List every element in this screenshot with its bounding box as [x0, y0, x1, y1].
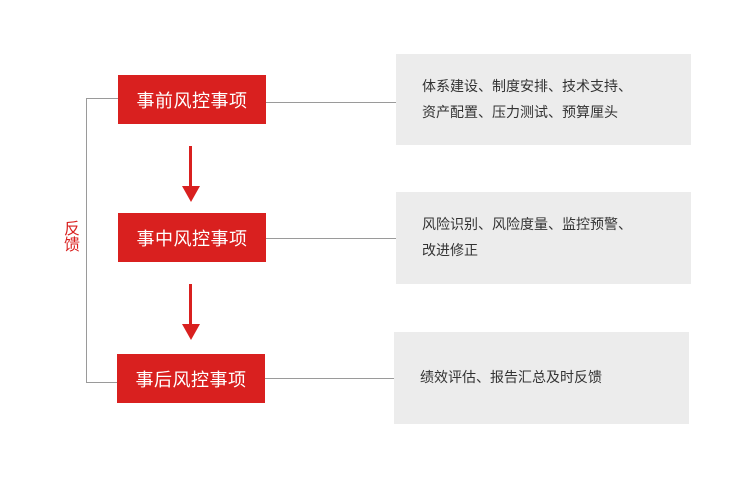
feedback-line-vertical: [86, 98, 87, 383]
feedback-line-top: [86, 98, 118, 99]
arrow-shaft-2: [189, 284, 192, 326]
arrow-down-icon: [182, 186, 200, 202]
feedback-line-bottom: [86, 382, 118, 383]
arrow-shaft-1: [189, 146, 192, 188]
stage-box-mid: 事中风控事项: [118, 213, 266, 262]
connector-line-pre: [266, 102, 396, 103]
stage-box-pre: 事前风控事项: [118, 75, 266, 124]
description-panel-mid: 风险识别、风险度量、监控预警、 改进修正: [396, 192, 691, 284]
feedback-label: 反馈: [52, 218, 80, 254]
description-panel-post: 绩效评估、报告汇总及时反馈: [394, 332, 689, 424]
arrow-down-icon: [182, 324, 200, 340]
description-panel-pre: 体系建设、制度安排、技术支持、 资产配置、压力测试、预算厘头: [396, 54, 691, 145]
description-text-mid: 风险识别、风险度量、监控预警、 改进修正: [422, 217, 632, 259]
connector-line-post: [265, 378, 394, 379]
description-text-post: 绩效评估、报告汇总及时反馈: [420, 370, 602, 386]
connector-line-mid: [266, 238, 396, 239]
description-text-pre: 体系建设、制度安排、技术支持、 资产配置、压力测试、预算厘头: [422, 78, 632, 121]
stage-box-post: 事后风控事项: [117, 354, 265, 403]
